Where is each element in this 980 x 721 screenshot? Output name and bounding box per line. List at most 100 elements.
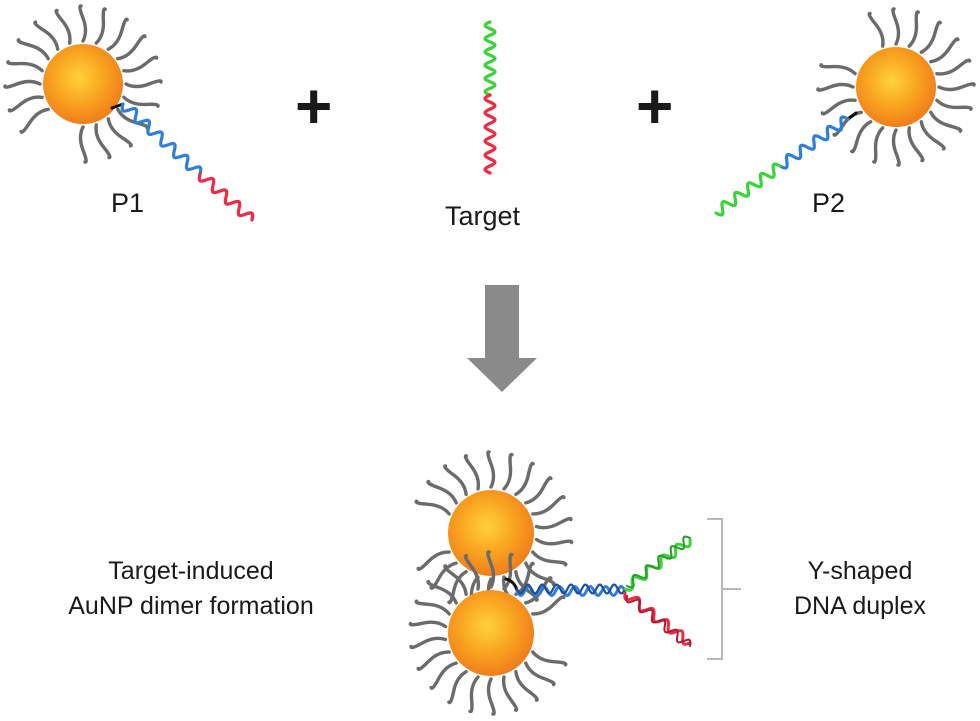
ligand: [416, 550, 451, 571]
ligand: [531, 550, 568, 567]
dna-strand-p1: [120, 102, 255, 222]
ligand: [531, 650, 568, 667]
bracket-icon: [707, 518, 741, 660]
ligand: [106, 17, 129, 51]
target-strand: Target: [445, 20, 521, 231]
ligand: [443, 564, 468, 596]
ligand: [534, 537, 574, 546]
ligand: [501, 675, 519, 712]
ligand: [414, 599, 451, 616]
ligand: [33, 20, 60, 51]
dna-segment: [626, 535, 691, 589]
down-arrow-icon: [467, 285, 537, 392]
probe-p2: P2: [714, 7, 976, 218]
ligand: [463, 554, 481, 591]
ligand: [106, 117, 133, 148]
particle-core: [448, 590, 534, 676]
label-target: Target: [445, 201, 521, 231]
ligand: [122, 55, 159, 73]
ligand: [414, 499, 451, 516]
ligand: [937, 82, 976, 92]
ligand: [919, 120, 946, 151]
dna-segment: [515, 583, 627, 595]
ligand: [7, 95, 44, 113]
ligand: [54, 8, 72, 45]
ligand: [502, 452, 514, 491]
caption-left-line2: AuNP dimer formation: [68, 592, 313, 620]
ligand: [819, 63, 857, 76]
gold-nanoparticle-icon: [408, 550, 568, 716]
y-shaped-dna-duplex: [515, 535, 692, 647]
ligand: [524, 476, 553, 505]
ligand: [531, 495, 566, 516]
dna-segment: [120, 102, 203, 176]
ligand: [78, 125, 88, 164]
aunp-dimer: [408, 450, 692, 716]
gold-nanoparticle-icon: [816, 7, 976, 167]
ligand: [408, 620, 448, 629]
ligand: [514, 461, 535, 496]
dna-segment: [778, 115, 850, 170]
plus-sign-right: +: [636, 70, 673, 142]
caption-right-line1: Y-shaped: [808, 557, 913, 585]
ligand: [416, 650, 451, 671]
dna-segment: [197, 172, 255, 222]
ligand: [850, 120, 873, 154]
ligand: [935, 58, 972, 76]
ligand: [514, 570, 539, 602]
ligand: [486, 677, 496, 716]
dna-strand-p2: [714, 115, 850, 217]
dna-segment: [483, 20, 497, 97]
particle-core: [43, 44, 123, 124]
label-p1: P1: [111, 188, 144, 218]
dna-segment: [483, 93, 497, 175]
ligand: [486, 450, 496, 489]
ligand: [116, 34, 147, 61]
ligand: [907, 126, 925, 163]
ligand: [122, 95, 160, 108]
ligand: [78, 4, 88, 43]
ligand: [816, 82, 855, 92]
ligand: [929, 110, 963, 133]
label-p2: P2: [812, 188, 845, 218]
ligand: [468, 675, 480, 714]
ligand: [426, 579, 458, 605]
ligand: [514, 670, 539, 702]
ligand: [447, 570, 468, 605]
ligand: [3, 79, 42, 89]
gold-nanoparticle-icon: [3, 4, 163, 164]
ligand: [524, 661, 556, 687]
ligand: [514, 561, 535, 596]
dna-segment: [623, 538, 692, 592]
ligand: [443, 464, 468, 496]
ligand: [94, 7, 107, 45]
ligand: [16, 38, 50, 61]
ligand: [891, 7, 901, 46]
ligand: [907, 10, 920, 48]
ligand: [94, 123, 112, 160]
ligand: [820, 98, 857, 116]
ligand: [6, 60, 44, 73]
probe-p1: P1: [3, 4, 255, 222]
ligand: [429, 561, 458, 590]
dna-segment: [625, 595, 692, 647]
particle-core: [856, 47, 936, 127]
ligand: [409, 636, 448, 650]
linker: [846, 111, 858, 121]
dna-strand-target: [483, 20, 497, 175]
ligand: [124, 79, 163, 89]
ligand: [935, 98, 973, 111]
ligand: [534, 516, 573, 530]
dna-segment: [515, 585, 627, 597]
ligand: [426, 479, 458, 505]
ligand: [463, 454, 481, 491]
ligand: [19, 107, 50, 134]
ligand: [867, 11, 885, 48]
ligand: [447, 670, 468, 705]
caption-right-line2: DNA duplex: [794, 592, 927, 620]
linker: [110, 102, 125, 110]
ligand: [486, 550, 496, 589]
ligand: [891, 128, 901, 167]
ligand: [429, 661, 458, 690]
